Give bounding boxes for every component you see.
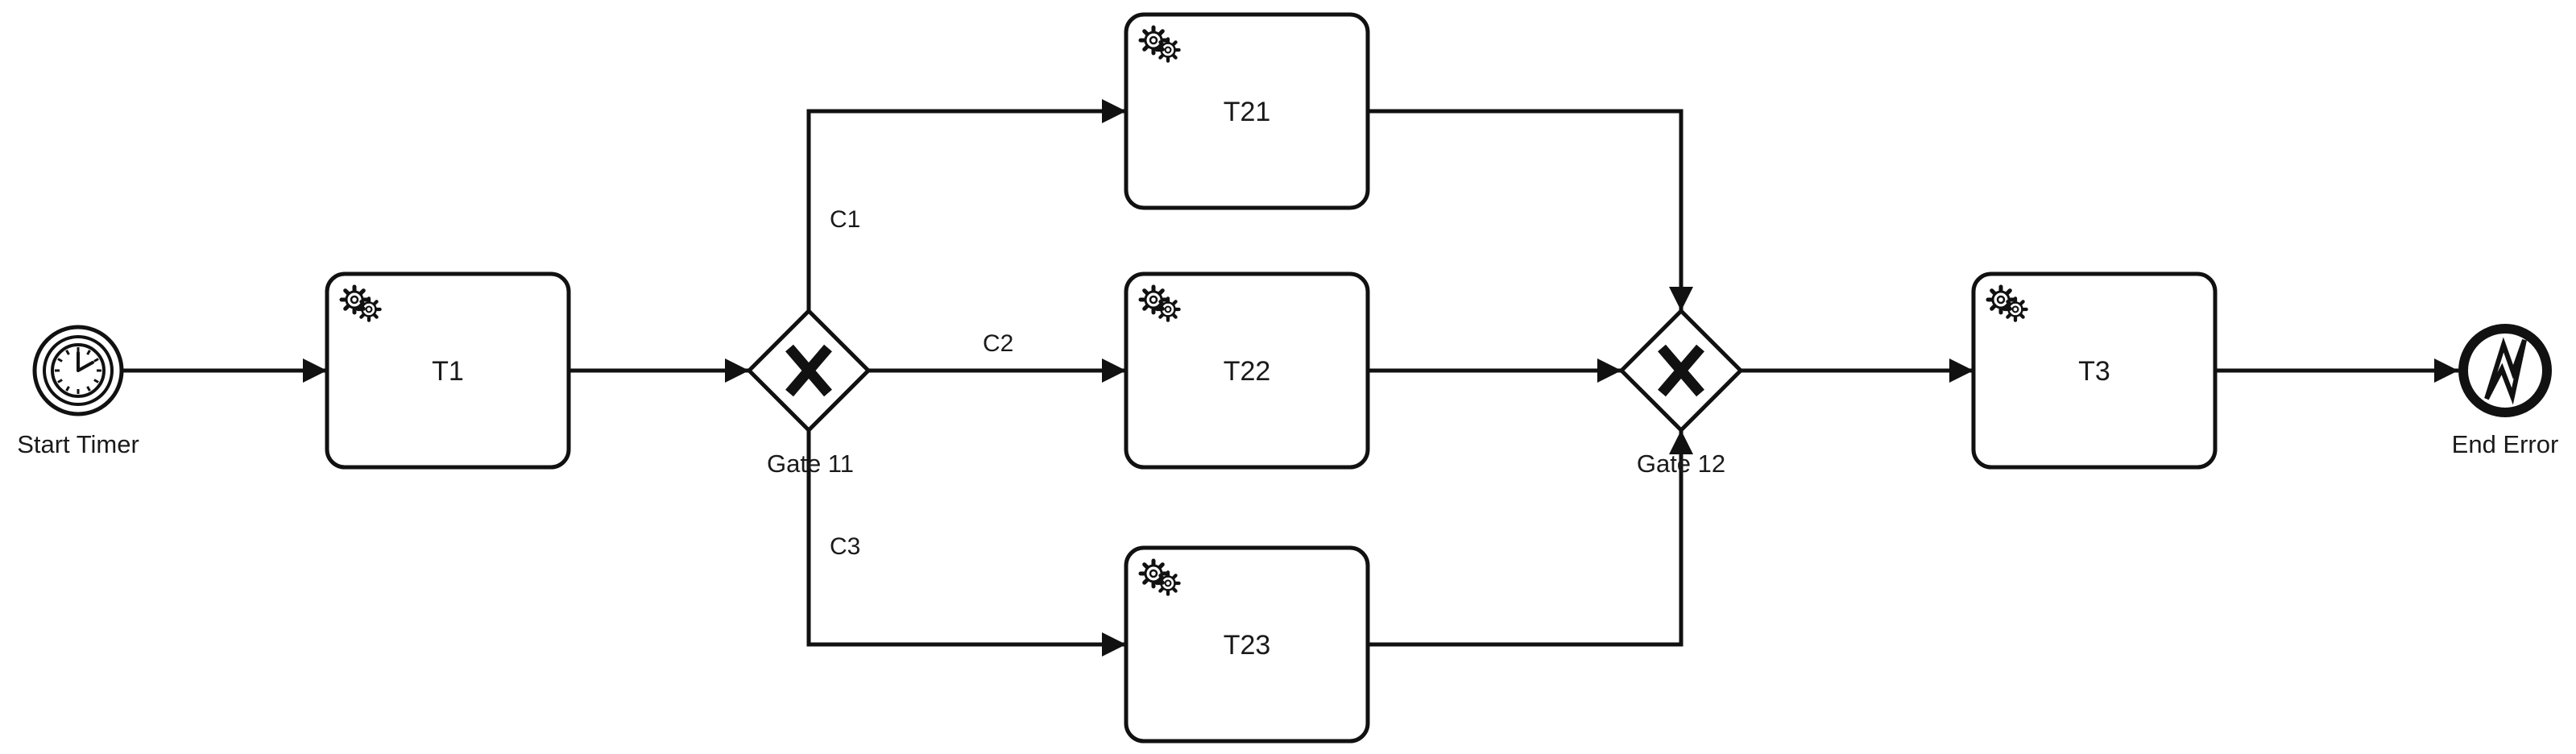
task-t21-label: T21 (1224, 97, 1271, 127)
task-t22-label: T22 (1224, 356, 1271, 387)
flow-label-c3: C3 (830, 533, 860, 560)
clock-icon (43, 335, 114, 406)
lightning-icon (2484, 337, 2527, 405)
end-error-label: End Error (2452, 430, 2559, 458)
start-timer-event[interactable] (32, 325, 124, 416)
task-t3-label: T3 (2078, 356, 2110, 387)
x-marker-icon (1658, 344, 1704, 397)
task-t3[interactable] (1971, 271, 2218, 470)
flow-label-c2: C2 (983, 330, 1013, 357)
task-t22[interactable] (1124, 271, 1370, 470)
gate-12-label: Gate 12 (1637, 450, 1725, 478)
start-timer-label: Start Timer (17, 430, 139, 458)
flow-label-c1: C1 (830, 206, 860, 233)
gate-11-label: Gate 11 (767, 450, 854, 478)
task-t21[interactable] (1124, 12, 1370, 210)
task-t1[interactable] (325, 271, 571, 470)
flow-t21-to-gate12[interactable] (1368, 109, 1693, 311)
gateway-gate-12[interactable] (1618, 308, 1744, 433)
flow-gate11-to-t23[interactable] (806, 430, 1126, 657)
gateway-gate-11[interactable] (746, 308, 872, 433)
sequence-flows (122, 99, 2458, 657)
flow-t23-to-gate12[interactable] (1368, 430, 1693, 647)
task-t23-label: T23 (1224, 630, 1271, 661)
x-marker-icon (785, 344, 832, 397)
end-error-event[interactable] (2458, 324, 2552, 417)
task-t23[interactable] (1124, 545, 1370, 744)
flow-gate11-to-t21[interactable] (806, 99, 1126, 311)
task-t1-label: T1 (432, 356, 464, 387)
